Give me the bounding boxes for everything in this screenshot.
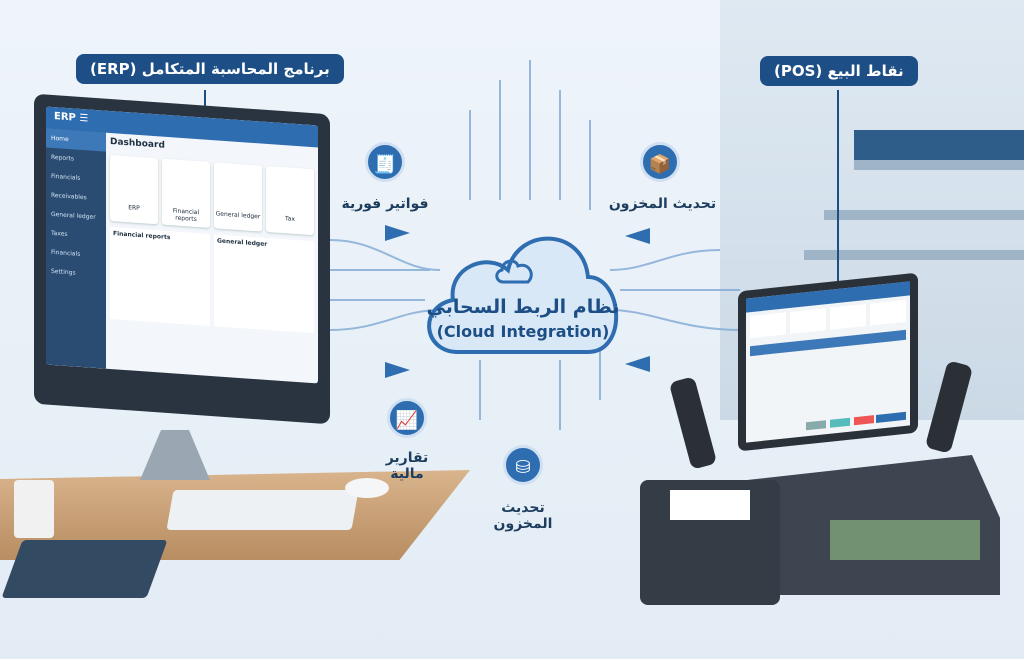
- pos-terminal: [738, 272, 918, 452]
- database-icon: ⛁: [503, 445, 543, 485]
- panel-financial-reports: Financial reports: [110, 226, 210, 326]
- cloud-icon: [427, 236, 619, 354]
- label-financial-reports-line2: مالية: [390, 466, 424, 482]
- report-icon: 📈: [387, 398, 427, 438]
- card-tax[interactable]: Tax: [266, 165, 314, 236]
- erp-screen: ERP ☰ Home Reports Financials Receivable…: [46, 106, 318, 384]
- sidebar-item-settings[interactable]: Settings: [51, 267, 76, 277]
- erp-title: برنامج المحاسبة المتكامل (ERP): [76, 54, 344, 84]
- erp-monitor: ERP ☰ Home Reports Financials Receivable…: [34, 93, 330, 425]
- receipt-printer: [640, 480, 780, 605]
- card-erp[interactable]: ERP: [110, 154, 158, 225]
- menu-icon[interactable]: ☰: [79, 112, 89, 125]
- label-instant-invoices: فواتير فورية: [341, 196, 429, 212]
- cloud-label: نظام الربط السحابي (Cloud Integration): [418, 296, 628, 341]
- invoice-icon: 🧾: [365, 142, 405, 182]
- cash-money: [830, 520, 980, 560]
- cloud-label-english: (Cloud Integration): [436, 322, 610, 341]
- notebook: [1, 540, 168, 598]
- pos-title: نقاط البيع (POS): [760, 56, 918, 86]
- panel-general-ledger: General ledger: [214, 234, 314, 334]
- erp-sidebar: Home Reports Financials Receivables Gene…: [46, 128, 106, 369]
- keyboard: [166, 490, 359, 530]
- cloud-label-arabic: نظام الربط السحابي: [426, 296, 620, 318]
- erp-logo: ERP: [54, 111, 76, 124]
- label-financial-reports-line1: تقارير: [385, 450, 429, 466]
- card-general-ledger[interactable]: General ledger: [214, 162, 262, 232]
- label-inventory-update-bottom-line1: تحديث: [501, 500, 545, 516]
- inventory-box-icon: 📦: [640, 142, 680, 182]
- card-financial-reports[interactable]: Financial reports: [162, 158, 210, 228]
- label-inventory-update-bottom-line2: المخزون: [493, 516, 553, 532]
- mouse: [345, 478, 389, 498]
- plant-pot: [14, 480, 54, 538]
- label-inventory-update-top: تحديث المخزون: [608, 196, 717, 212]
- pos-screen: [746, 281, 910, 443]
